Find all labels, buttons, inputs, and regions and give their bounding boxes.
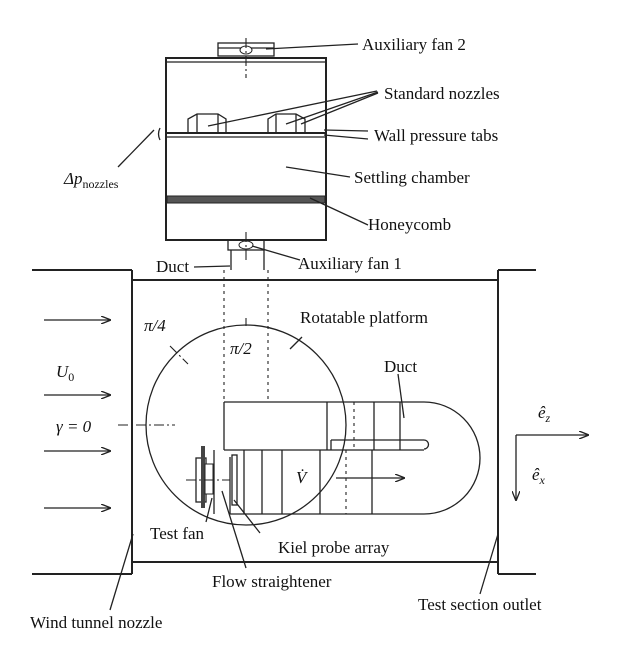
- test-duct: [223, 401, 481, 515]
- settling-chamber-box: [165, 57, 327, 241]
- gamma-zero-label: γ = 0: [56, 417, 92, 436]
- test-section-outlet-label: Test section outlet: [418, 595, 542, 614]
- pi-over-4-label: π/4: [144, 316, 166, 335]
- auxiliary-fan-2-icon: [217, 38, 275, 78]
- settling-chamber-label: Settling chamber: [354, 168, 470, 187]
- rotatable-platform-label: Rotatable platform: [300, 308, 428, 327]
- pi-over-2-label: π/2: [230, 339, 252, 358]
- test-fan-icon: [186, 446, 230, 508]
- leader-lines: [109, 43, 499, 611]
- kiel-probe-array-icon: [229, 454, 238, 514]
- wind-tunnel-walls: [32, 269, 536, 575]
- u0-label: U0: [56, 362, 74, 384]
- duct-top-label: Duct: [156, 257, 189, 276]
- ex-axis-label: êx: [532, 465, 546, 487]
- kiel-probe-array-label: Kiel probe array: [278, 538, 390, 557]
- auxiliary-fan-2-label: Auxiliary fan 2: [362, 35, 466, 54]
- volume-flow-label: V̇: [296, 468, 309, 487]
- test-fan-label: Test fan: [150, 524, 205, 543]
- rotatable-platform: [118, 318, 347, 526]
- flow-straightener-label: Flow straightener: [212, 572, 332, 591]
- standard-nozzles-icon: [187, 113, 306, 133]
- ez-axis-label: êz: [538, 403, 551, 425]
- auxiliary-fan-1-label: Auxiliary fan 1: [298, 254, 402, 273]
- honeycomb-label: Honeycomb: [368, 215, 451, 234]
- coordinate-axes: [516, 435, 588, 500]
- auxiliary-fan-1-icon: [227, 232, 265, 262]
- duct-inner-label: Duct: [384, 357, 417, 376]
- inflow-arrows: [44, 320, 110, 508]
- wind-tunnel-nozzle-label: Wind tunnel nozzle: [30, 613, 162, 632]
- standard-nozzles-label: Standard nozzles: [384, 84, 500, 103]
- wall-pressure-tabs-label: Wall pressure tabs: [374, 126, 498, 145]
- flow-straightener-icon: [213, 450, 245, 514]
- duct-connection: [223, 250, 269, 402]
- honeycomb-layer: [166, 195, 326, 204]
- delta-p-nozzles-label: Δpnozzles: [63, 169, 119, 191]
